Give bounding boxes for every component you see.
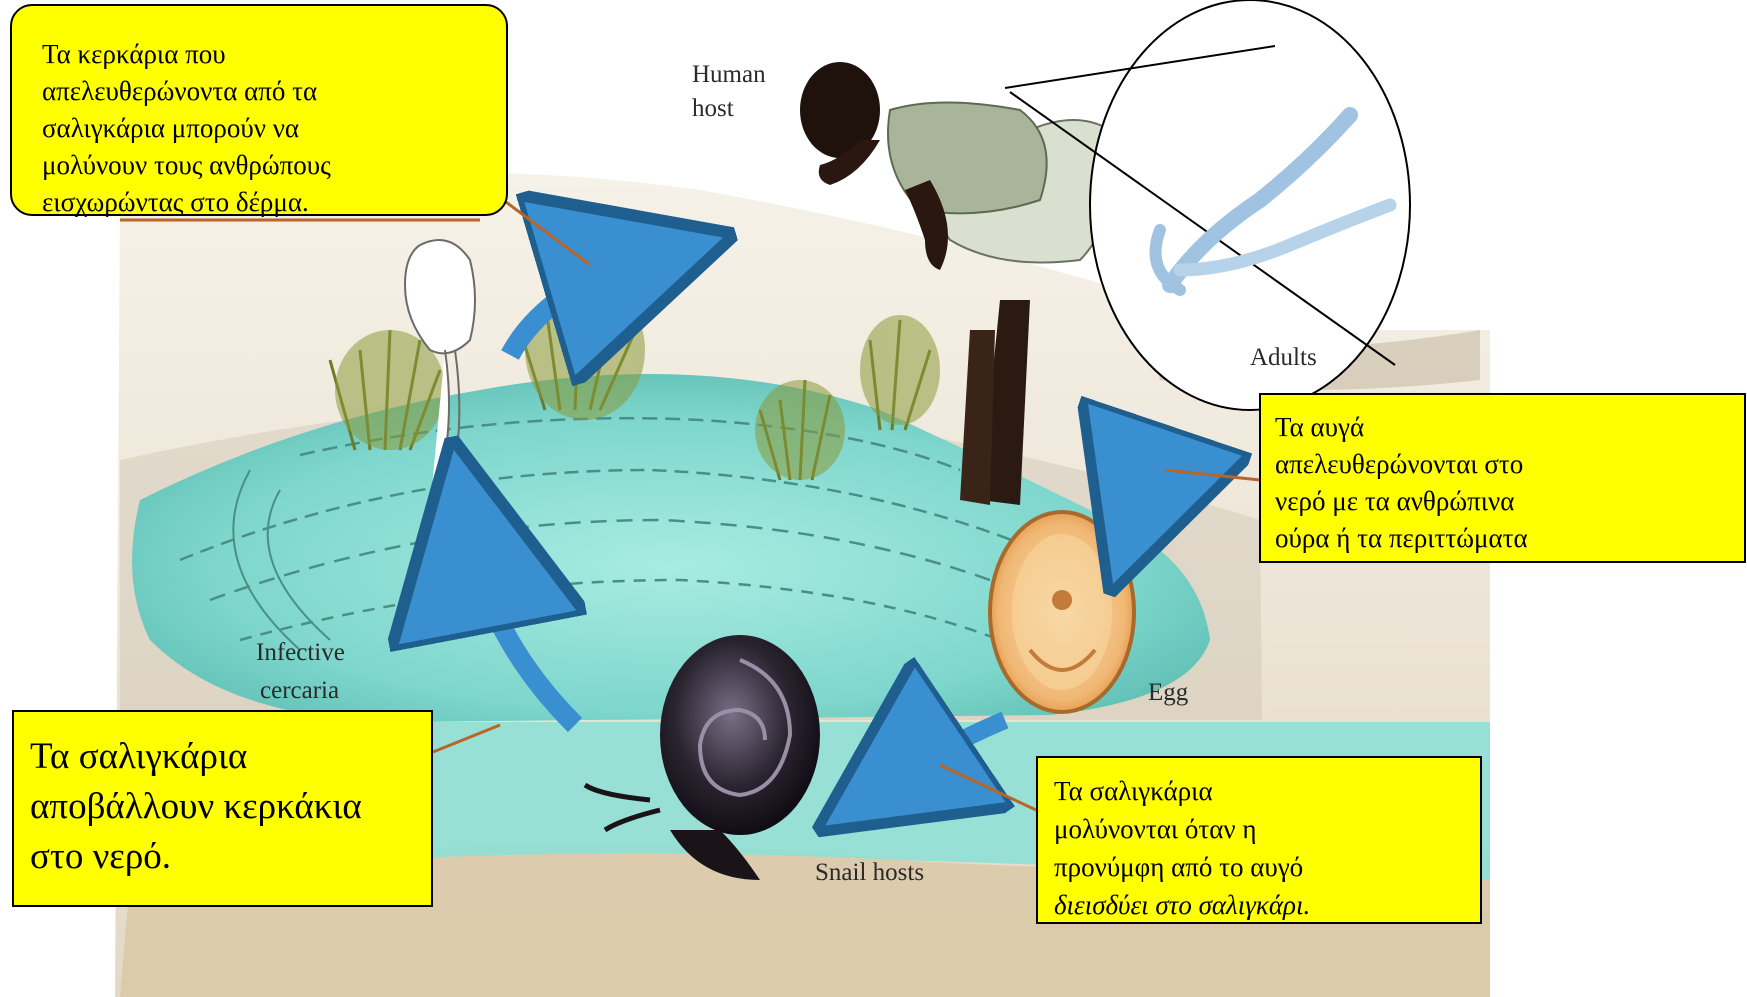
label-adults: Adults: [1250, 344, 1317, 371]
callout-cercariae-infect-humans: Τα κερκάρια που απελευθερώνοντα από τα σ…: [10, 4, 508, 216]
label-egg: Egg: [1148, 679, 1189, 706]
callout-snails-get-infected: Τα σαλιγκάρια μολύνονται όταν η προνύμφη…: [1036, 756, 1482, 924]
egg-illustration: [990, 512, 1134, 712]
callout-snails-get-infected-italic: διεισδύει στο σαλιγκάρι.: [1054, 890, 1310, 920]
callout-snails-get-infected-text: Τα σαλιγκάρια μολύνονται όταν η προνύμφη…: [1054, 776, 1303, 882]
label-snail-hosts: Snail hosts: [815, 859, 924, 886]
callout-eggs-released-in-water: Τα αυγά απελευθερώνονται στο νερό με τα …: [1259, 393, 1746, 563]
callout-snails-shed-cercariae: Τα σαλιγκάρια αποβάλλουν κερκάκια στο νε…: [12, 710, 433, 907]
